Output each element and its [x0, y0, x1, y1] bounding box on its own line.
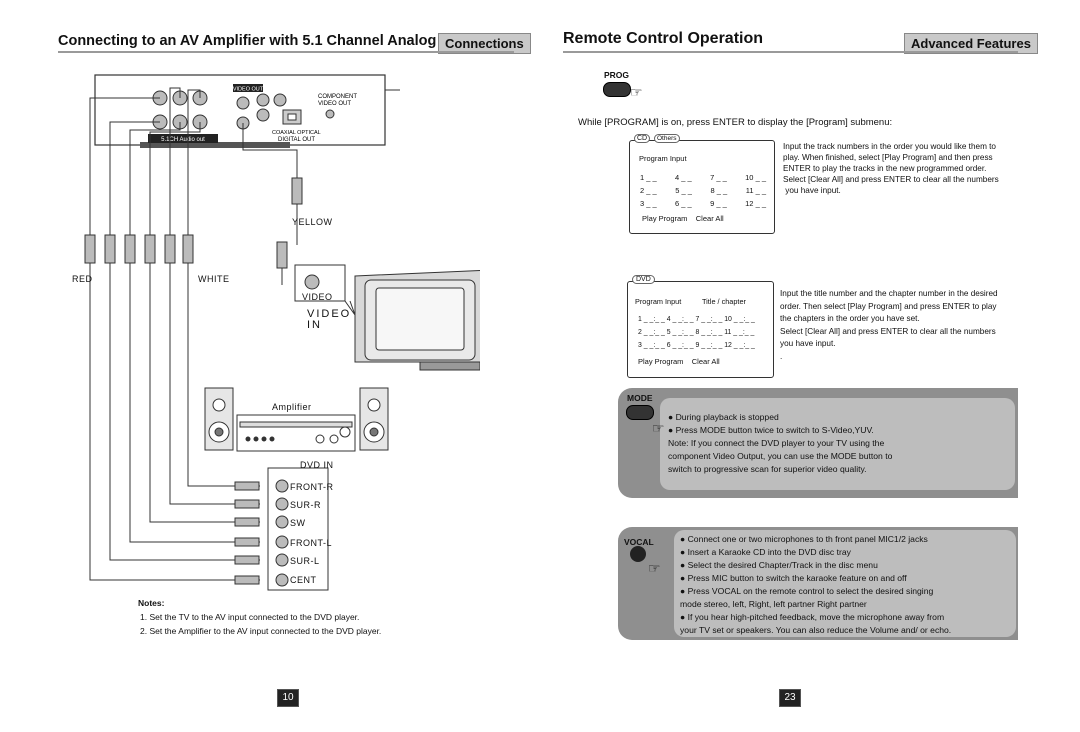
dvd-in-jacks — [275, 479, 289, 587]
mode-button — [626, 405, 654, 420]
prog-label: PROG — [604, 70, 630, 80]
connections-tab: Connections — [438, 33, 531, 54]
dvd-program-panel: DVD Program Input Title / chapter 1 _ _:… — [627, 275, 774, 378]
svg-text:VIDEO OUT: VIDEO OUT — [318, 101, 351, 107]
svg-text:VIDEO OUT: VIDEO OUT — [233, 87, 264, 93]
advanced-features-tab: Advanced Features — [904, 33, 1038, 54]
rca-plugs — [84, 234, 194, 264]
dvd-description: Input the title number and the chapter n… — [780, 289, 998, 361]
dvd-rows: 1 _ _:_ _ 4 _ _:_ _ 7 _ _:_ _ 10 _ _:_ _… — [638, 316, 755, 349]
amp-plugs — [234, 481, 260, 585]
note-1: 1. Set the TV to the AV input connected … — [140, 612, 360, 622]
vocal-button — [630, 546, 646, 562]
cd-tag: CD — [634, 134, 651, 143]
pointing-hand-icon: ☞ — [630, 84, 643, 100]
dvd-panel-footer: Play Program Clear All — [638, 357, 720, 366]
right-page-number: 23 — [779, 689, 801, 707]
white-label: WHITE — [198, 274, 230, 284]
dvd-panel-heading: Program Input — [635, 297, 682, 306]
note-2: 2. Set the Amplifier to the AV input con… — [140, 626, 382, 636]
dvd-tag: DVD — [632, 275, 655, 284]
right-page-title: Remote Control Operation — [563, 30, 764, 47]
program-intro: While [PROGRAM] is on, press ENTER to di… — [578, 117, 893, 128]
amplifier-illustration — [204, 387, 389, 452]
cd-panel-heading: Program Input — [639, 154, 687, 163]
input-cent: CENT — [290, 575, 317, 585]
connection-diagram: 5.1CH Audio out VIDEO OUT COMPONENT VIDE… — [84, 74, 480, 591]
vocal-label: VOCAL — [624, 537, 654, 547]
left-title-rule — [58, 51, 514, 53]
svg-text:DIGITAL OUT: DIGITAL OUT — [278, 137, 315, 143]
tv-illustration — [354, 269, 480, 371]
red-label: RED — [72, 274, 93, 284]
notes-title: Notes: — [138, 598, 165, 608]
left-page-number: 10 — [277, 689, 299, 707]
dvd-in-label: DVD IN — [300, 460, 334, 470]
mode-text: ● During playback is stopped ● Press MOD… — [668, 412, 893, 474]
video-label: VIDEO — [302, 292, 333, 302]
others-tag: Others — [654, 134, 680, 143]
svg-text:COAXIAL OPTICAL: COAXIAL OPTICAL — [272, 130, 321, 136]
yellow-label: YELLOW — [292, 217, 333, 227]
input-sw: SW — [290, 518, 306, 528]
cd-panel-footer: Play Program Clear All — [642, 214, 724, 223]
cd-description: Input the track numbers in the order you… — [783, 142, 999, 195]
cd-rows: 1 _ _4 _ _7 _ _10 _ _ 2 _ _5 _ _8 _ _11 … — [640, 173, 766, 208]
vocal-section-inner — [674, 530, 1016, 637]
input-sur-l: SUR-L — [290, 556, 320, 566]
dvd-panel-heading-2: Title / chapter — [702, 297, 746, 306]
input-front-l: FRONT-L — [290, 538, 333, 548]
amplifier-label: Amplifier — [272, 402, 312, 412]
right-title-rule — [563, 51, 1018, 53]
audio-out-label: 5.1CH Audio out — [161, 137, 205, 143]
vocal-hand-icon: ☞ — [648, 560, 661, 576]
mode-label: MODE — [627, 393, 653, 403]
input-sur-r: SUR-R — [290, 500, 321, 510]
cd-program-panel: CD Others Program Input 1 _ _4 _ _7 _ _1… — [629, 134, 775, 234]
video-in-label: VIDEO IN — [307, 308, 352, 331]
mode-section-inner — [660, 398, 1015, 490]
mode-hand-icon: ☞ — [652, 420, 665, 436]
prog-button — [603, 82, 631, 97]
left-page-title: Connecting to an AV Amplifier with 5.1 C… — [58, 33, 521, 49]
input-front-r: FRONT-R — [290, 482, 334, 492]
vocal-text: ● Connect one or two microphones to th f… — [680, 534, 952, 635]
svg-text:COMPONENT: COMPONENT — [318, 94, 357, 100]
